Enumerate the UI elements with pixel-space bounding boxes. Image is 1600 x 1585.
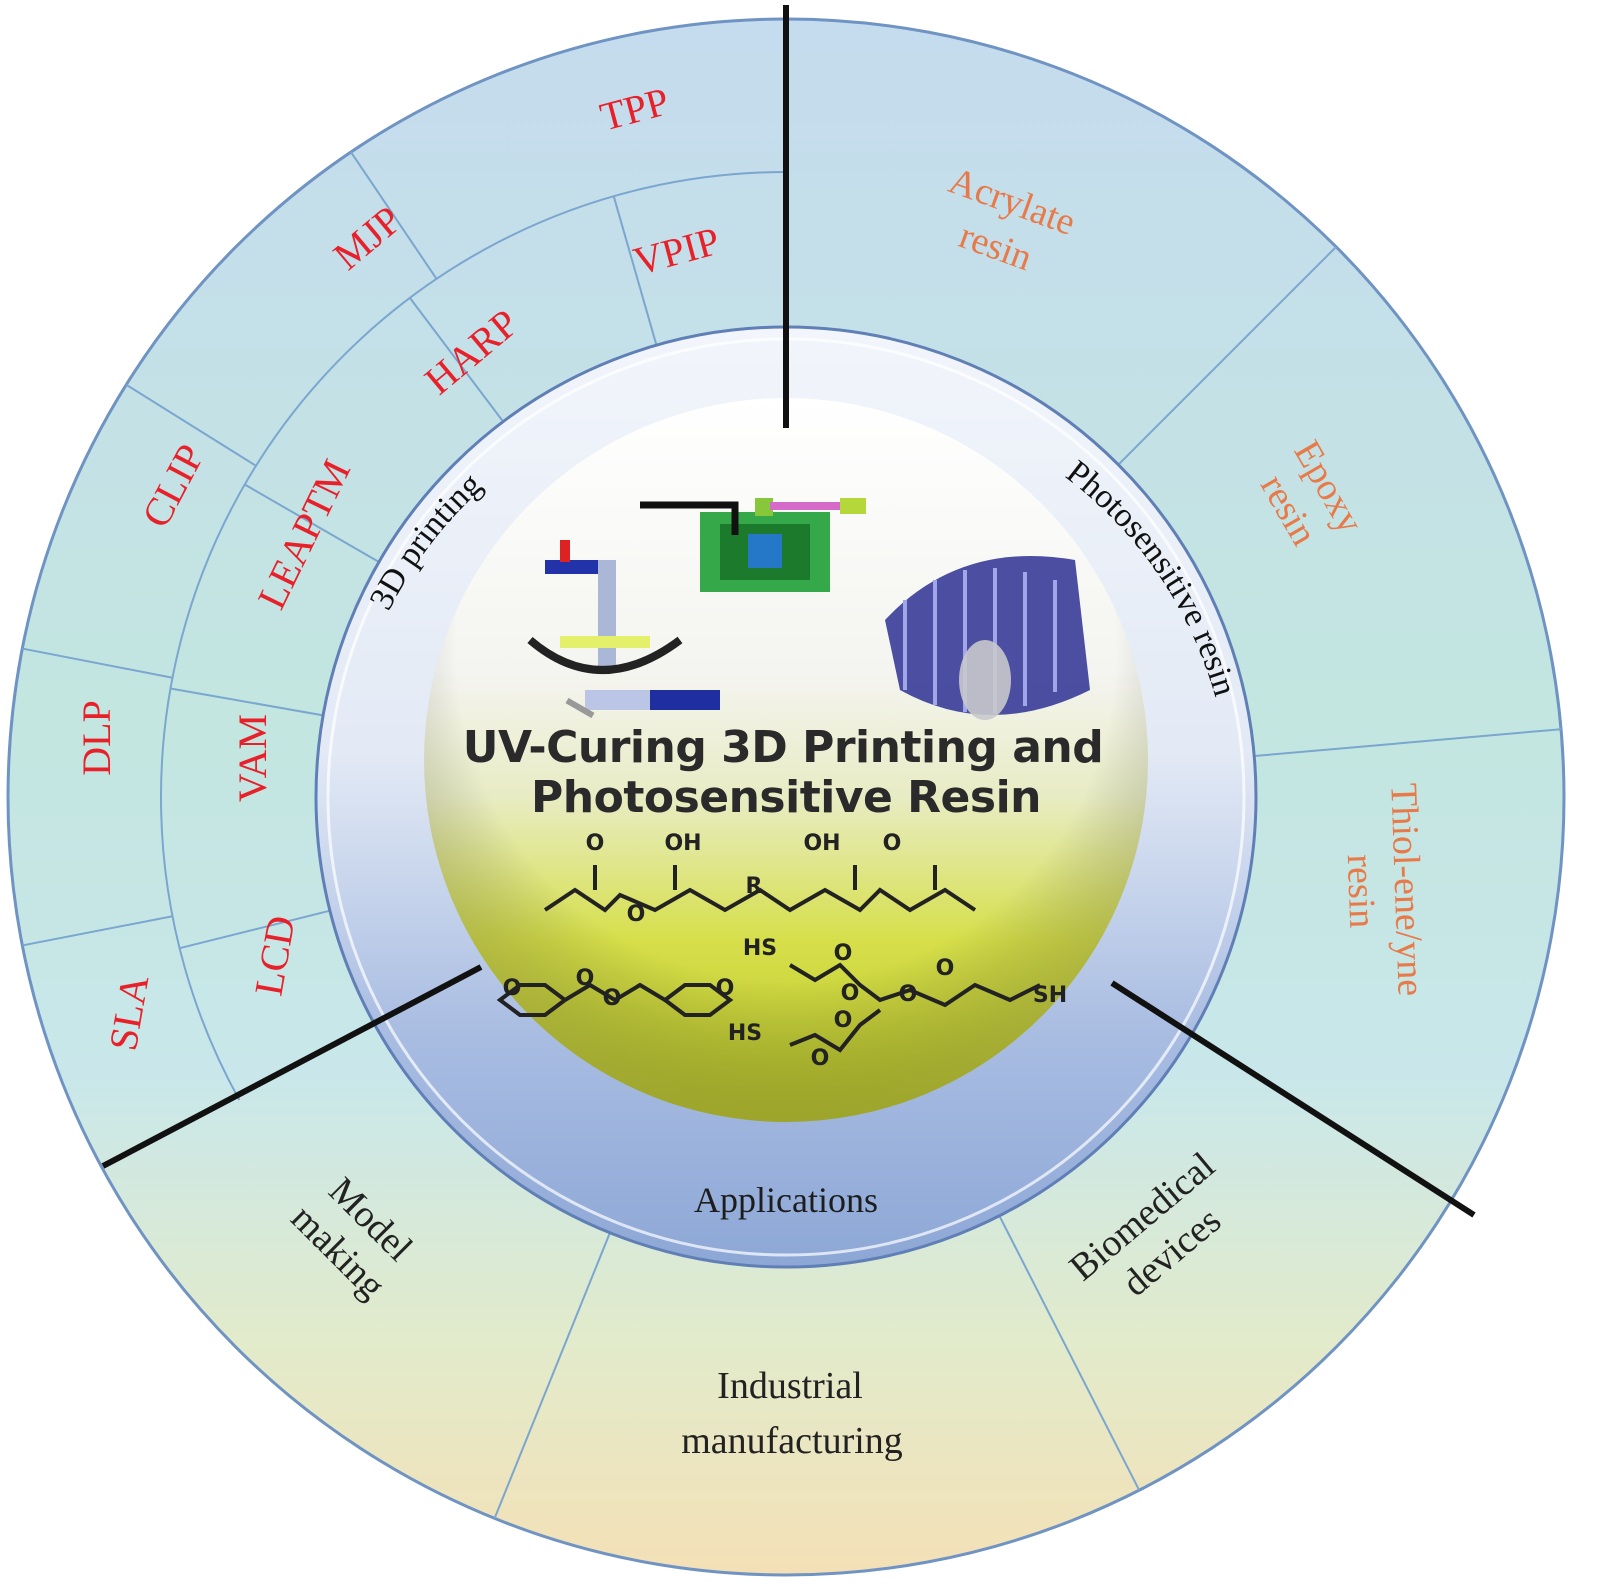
atom-label: O	[811, 1046, 830, 1071]
atom-label: R	[746, 874, 763, 899]
resin-thiol: Thiol-ene/yne resin	[1339, 782, 1432, 996]
technique-dlp: DLP	[74, 700, 119, 776]
atom-label: O	[576, 966, 595, 991]
divider-left	[101, 964, 483, 1169]
cell-lines	[22, 151, 1562, 1519]
atom-label: O	[936, 956, 955, 981]
printer-illustration-right	[885, 556, 1090, 720]
atom-label: O	[834, 941, 853, 966]
printer-illustration-top	[640, 498, 866, 592]
sector-dividers	[101, 5, 1476, 1218]
atom-label: O	[503, 976, 522, 1001]
svg-text:resin: resin	[1339, 854, 1384, 929]
svg-text:Industrial: Industrial	[717, 1365, 863, 1407]
atom-label: OH	[664, 831, 701, 856]
center-title-line-2: Photosensitive Resin	[531, 772, 1041, 823]
atom-label: O	[603, 986, 622, 1011]
chemical-structures	[496, 865, 1041, 1053]
atom-label: O	[586, 831, 605, 856]
printer-illustration-left	[527, 540, 720, 719]
atom-label: HS	[728, 1021, 762, 1046]
atom-label: O	[899, 982, 918, 1007]
application-industrial: Industrial manufacturing	[681, 1365, 903, 1462]
divider-right	[1110, 980, 1476, 1218]
atom-label: HS	[743, 936, 777, 961]
atom-label: SH	[1033, 983, 1067, 1008]
svg-text:manufacturing: manufacturing	[681, 1420, 903, 1462]
ring-label-applications: Applications	[694, 1180, 878, 1220]
atom-label: O	[834, 1008, 853, 1033]
atom-label: O	[716, 976, 735, 1001]
technique-vam: VAM	[230, 714, 275, 802]
center-title-line-1: UV-Curing 3D Printing and	[463, 722, 1103, 773]
atom-label: O	[627, 902, 646, 927]
atom-label: O	[841, 981, 860, 1006]
svg-text:Thiol-ene/yne: Thiol-ene/yne	[1382, 782, 1431, 996]
atom-label: O	[883, 831, 902, 856]
atom-label: OH	[803, 831, 840, 856]
